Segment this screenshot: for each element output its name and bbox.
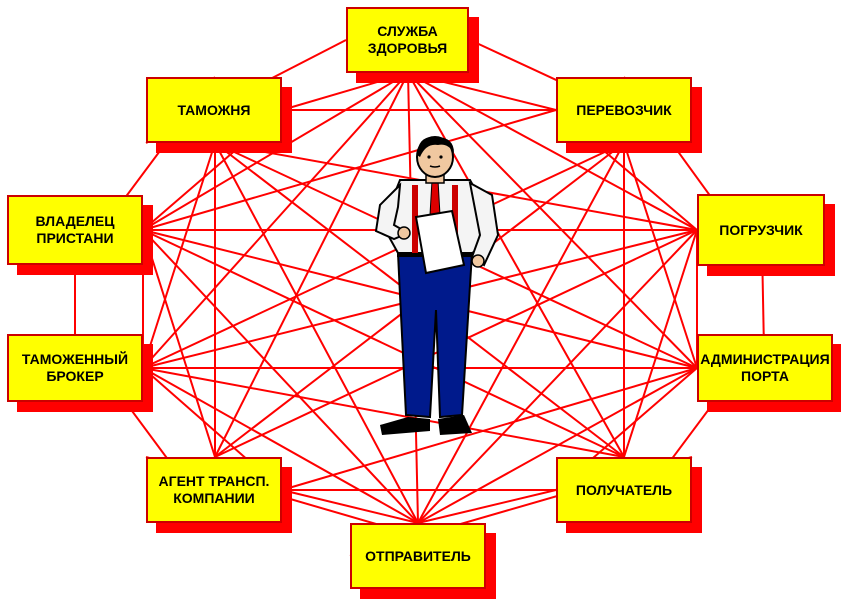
connector-line — [142, 109, 557, 231]
connector-line — [407, 72, 557, 111]
connector-line — [623, 229, 698, 458]
connector-line — [142, 367, 419, 524]
connector-line — [417, 367, 698, 524]
node-shipping-agent: АГЕНТ ТРАНСП. КОМПАНИИ — [146, 457, 282, 523]
connector-line — [142, 367, 625, 458]
connector-line — [142, 72, 409, 369]
connector-line — [407, 72, 625, 458]
node-sender: ОТПРАВИТЕЛЬ — [350, 523, 486, 589]
node-customs: ТАМОЖНЯ — [146, 77, 282, 143]
connector-line — [417, 229, 698, 524]
node-port-administration: АДМИНИСТРАЦИЯ ПОРТА — [697, 334, 833, 402]
connector-line — [142, 229, 625, 458]
node-health-service: СЛУЖБА ЗДОРОВЬЯ — [346, 7, 469, 73]
connector-line — [407, 72, 698, 231]
connector-line — [142, 142, 625, 369]
connector-line — [417, 142, 625, 524]
node-carrier: ПЕРЕВОЗЧИК — [556, 77, 692, 143]
node-loader: ПОГРУЗЧИК — [697, 194, 825, 266]
connector-line — [407, 72, 698, 369]
connector-line — [623, 142, 698, 369]
connector-line — [281, 489, 419, 524]
connector-line — [417, 489, 557, 524]
connector-line — [214, 72, 409, 458]
node-receiver: ПОЛУЧАТЕЛЬ — [556, 457, 692, 523]
connector-line — [142, 229, 419, 524]
connector-line — [281, 367, 698, 491]
connector-line — [281, 72, 409, 111]
connector-line — [142, 72, 409, 231]
node-pier-owner: ВЛАДЕЛЕЦ ПРИСТАНИ — [7, 195, 143, 265]
node-customs-broker: ТАМОЖЕННЫЙ БРОКЕР — [7, 334, 143, 402]
connector-line — [142, 142, 216, 369]
businessman-figure-icon — [374, 136, 500, 435]
connector-line — [142, 229, 216, 458]
